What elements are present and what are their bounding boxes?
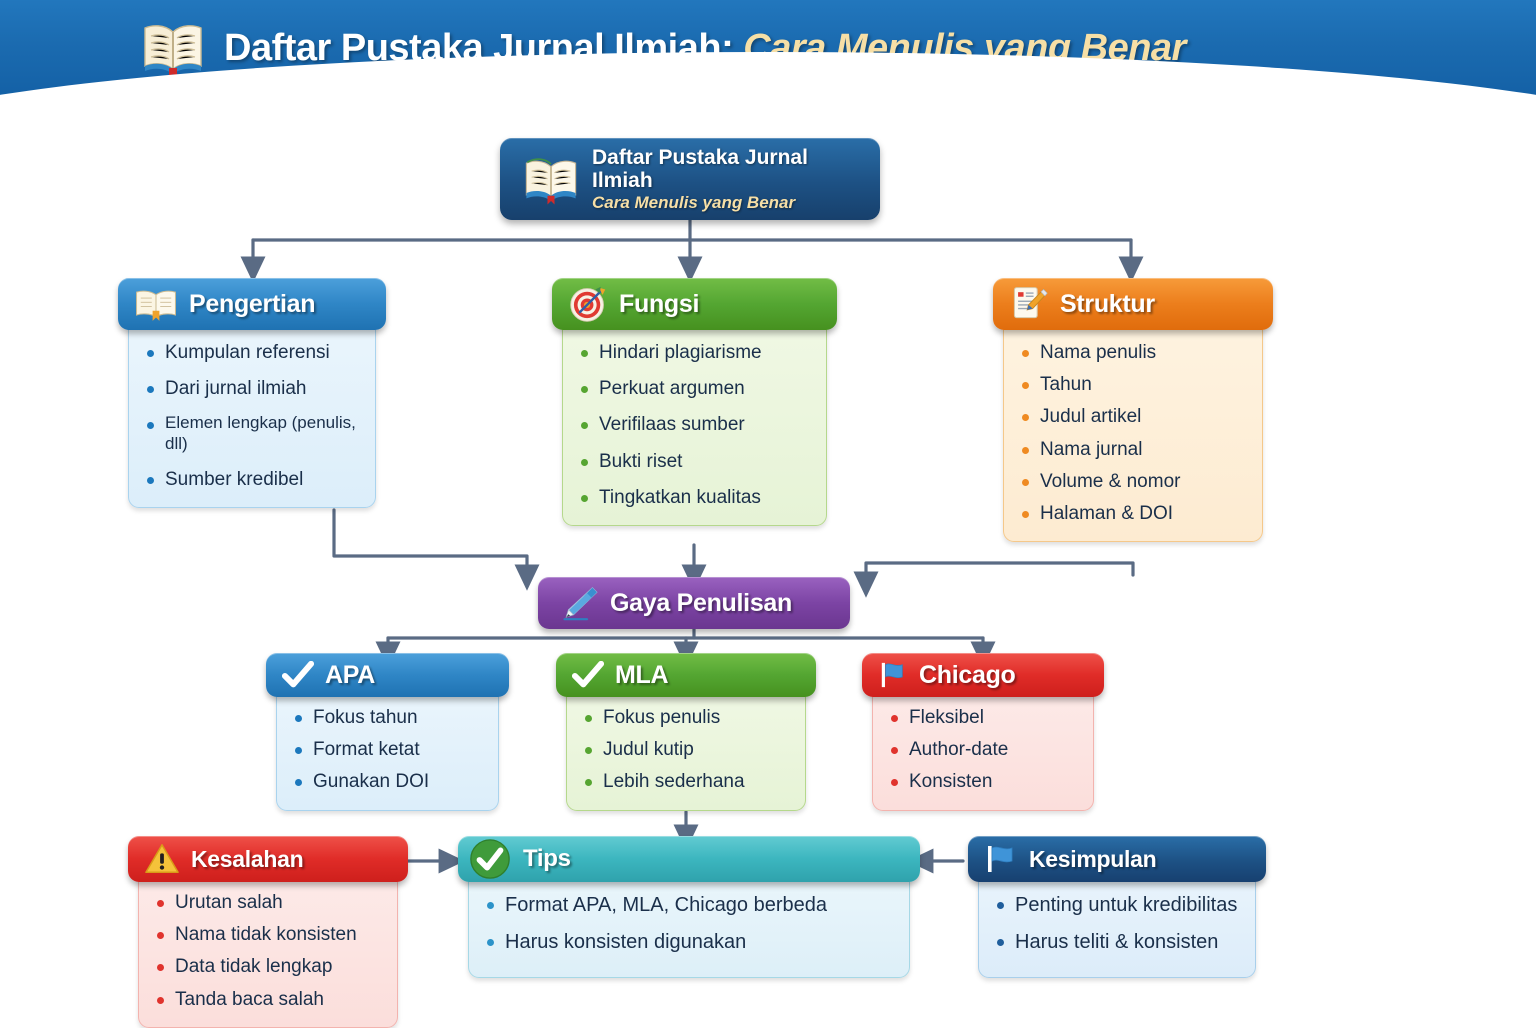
card-kesalahan[interactable]: Kesalahan Urutan salah Nama tidak konsis… (128, 836, 408, 1028)
list-item: Gunakan DOI (291, 770, 484, 793)
card-struktur-body: Nama penulis Tahun Judul artikel Nama ju… (1003, 320, 1263, 543)
page-title-main: Daftar Pustaka Jurnal Ilmiah: (224, 26, 734, 69)
card-tips-title: Tips (523, 845, 571, 872)
root-node-title: Daftar Pustaka Jurnal Ilmiah (592, 145, 808, 193)
card-struktur-title: Struktur (1060, 289, 1155, 318)
card-mla-title: MLA (615, 660, 669, 689)
card-tips[interactable]: Tips Format APA, MLA, Chicago berbeda Ha… (458, 836, 920, 978)
tips-list: Format APA, MLA, Chicago berbeda Harus k… (483, 893, 895, 955)
card-mla-body: Fokus penulis Judul kutip Lebih sederhan… (566, 687, 806, 811)
card-chicago-body: Fleksibel Author-date Konsisten (872, 687, 1094, 811)
kesimpulan-list: Penting untuk kredibilitas Harus teliti … (993, 893, 1241, 955)
list-item: Fleksibel (887, 706, 1079, 729)
list-item: Dari jurnal ilmiah (143, 377, 361, 400)
list-item: Volume & nomor (1018, 470, 1248, 493)
card-apa[interactable]: APA Fokus tahun Format ketat Gunakan DOI (266, 653, 509, 811)
page-title: Daftar Pustaka Jurnal Ilmiah: Cara Menul… (224, 27, 1186, 70)
target-dart-icon (570, 286, 606, 322)
list-item: Data tidak lengkap (153, 955, 383, 978)
fungsi-list: Hindari plagiarisme Perkuat argumen Veri… (577, 341, 812, 509)
card-tips-body: Format APA, MLA, Chicago berbeda Harus k… (468, 872, 910, 978)
card-mla-header[interactable]: MLA (556, 653, 816, 697)
list-item: Bukti riset (577, 450, 812, 473)
pengertian-list: Kumpulan referensi Dari jurnal ilmiah El… (143, 341, 361, 491)
list-item: Tanda baca salah (153, 988, 383, 1011)
list-item: Konsisten (887, 770, 1079, 793)
list-item: Format APA, MLA, Chicago berbeda (483, 893, 895, 917)
list-item: Halaman & DOI (1018, 502, 1248, 525)
card-pengertian-header[interactable]: Pengertian (118, 278, 386, 330)
card-fungsi[interactable]: Fungsi Hindari plagiarisme Perkuat argum… (552, 278, 837, 526)
open-book-icon (136, 290, 176, 321)
list-item: Nama jurnal (1018, 438, 1248, 461)
card-apa-header[interactable]: APA (266, 653, 509, 697)
check-mark-icon (282, 661, 314, 688)
node-gaya-penulisan[interactable]: Gaya Penulisan (538, 577, 850, 629)
node-gaya-penulisan-title: Gaya Penulisan (610, 588, 792, 617)
list-item: Urutan salah (153, 891, 383, 914)
warning-triangle-icon (145, 844, 179, 873)
list-item: Elemen lengkap (penulis, dll) (143, 413, 361, 454)
list-item: Judul artikel (1018, 405, 1248, 428)
list-item: Format ketat (291, 738, 484, 761)
card-kesimpulan-header[interactable]: Kesimpulan (968, 836, 1266, 882)
card-pengertian-title: Pengertian (189, 289, 316, 318)
chicago-list: Fleksibel Author-date Konsisten (887, 706, 1079, 794)
card-chicago[interactable]: Chicago Fleksibel Author-date Konsisten (862, 653, 1104, 811)
list-item: Verifilaas sumber (577, 413, 812, 436)
list-item: Hindari plagiarisme (577, 341, 812, 364)
list-item: Lebih sederhana (581, 770, 791, 793)
card-kesalahan-header[interactable]: Kesalahan (128, 836, 408, 882)
check-mark-icon (572, 661, 604, 688)
card-struktur-header[interactable]: Struktur (993, 278, 1273, 330)
card-tips-header[interactable]: Tips (458, 836, 920, 882)
pencil-icon (563, 587, 598, 621)
struktur-list: Nama penulis Tahun Judul artikel Nama ju… (1018, 341, 1248, 525)
list-item: Harus konsisten digunakan (483, 930, 895, 954)
page-title-sub: Cara Menulis yang Benar (743, 26, 1186, 69)
page-header-banner: Daftar Pustaka Jurnal Ilmiah: Cara Menul… (0, 0, 1536, 96)
flag-icon (988, 846, 1013, 872)
card-kesalahan-body: Urutan salah Nama tidak konsisten Data t… (138, 872, 398, 1028)
list-item: Fokus tahun (291, 706, 484, 729)
card-chicago-title: Chicago (919, 660, 1016, 689)
card-kesalahan-title: Kesalahan (191, 845, 304, 872)
open-book-icon (525, 158, 577, 205)
list-item: Tingkatkan kualitas (577, 486, 812, 509)
card-kesimpulan[interactable]: Kesimpulan Penting untuk kredibilitas Ha… (968, 836, 1266, 978)
list-item: Fokus penulis (581, 706, 791, 729)
card-pengertian[interactable]: Pengertian Kumpulan referensi Dari jurna… (118, 278, 386, 508)
list-item: Kumpulan referensi (143, 341, 361, 364)
card-chicago-header[interactable]: Chicago (862, 653, 1104, 697)
card-apa-title: APA (325, 660, 376, 689)
mla-list: Fokus penulis Judul kutip Lebih sederhan… (581, 706, 791, 794)
root-node[interactable]: Daftar Pustaka Jurnal Ilmiah Cara Menuli… (500, 138, 880, 220)
list-item: Harus teliti & konsisten (993, 930, 1241, 954)
card-kesimpulan-title: Kesimpulan (1029, 845, 1157, 872)
card-struktur[interactable]: Struktur Nama penulis Tahun Judul artike… (993, 278, 1273, 543)
kesalahan-list: Urutan salah Nama tidak konsisten Data t… (153, 891, 383, 1011)
list-item: Penting untuk kredibilitas (993, 893, 1241, 917)
apa-list: Fokus tahun Format ketat Gunakan DOI (291, 706, 484, 794)
list-item: Sumber kredibel (143, 468, 361, 491)
document-pencil-icon (1013, 287, 1048, 319)
card-fungsi-body: Hindari plagiarisme Perkuat argumen Veri… (562, 320, 827, 526)
list-item: Perkuat argumen (577, 377, 812, 400)
card-mla[interactable]: MLA Fokus penulis Judul kutip Lebih sede… (556, 653, 816, 811)
card-kesimpulan-body: Penting untuk kredibilitas Harus teliti … (978, 872, 1256, 978)
green-check-circle-icon (470, 839, 510, 879)
list-item: Nama penulis (1018, 341, 1248, 364)
root-node-subtitle: Cara Menulis yang Benar (592, 193, 796, 212)
card-fungsi-title: Fungsi (619, 289, 700, 318)
card-apa-body: Fokus tahun Format ketat Gunakan DOI (276, 687, 499, 811)
list-item: Author-date (887, 738, 1079, 761)
flag-icon (881, 662, 903, 688)
card-fungsi-header[interactable]: Fungsi (552, 278, 837, 330)
list-item: Judul kutip (581, 738, 791, 761)
list-item: Tahun (1018, 373, 1248, 396)
open-book-icon (144, 25, 202, 78)
list-item: Nama tidak konsisten (153, 923, 383, 946)
card-pengertian-body: Kumpulan referensi Dari jurnal ilmiah El… (128, 320, 376, 508)
